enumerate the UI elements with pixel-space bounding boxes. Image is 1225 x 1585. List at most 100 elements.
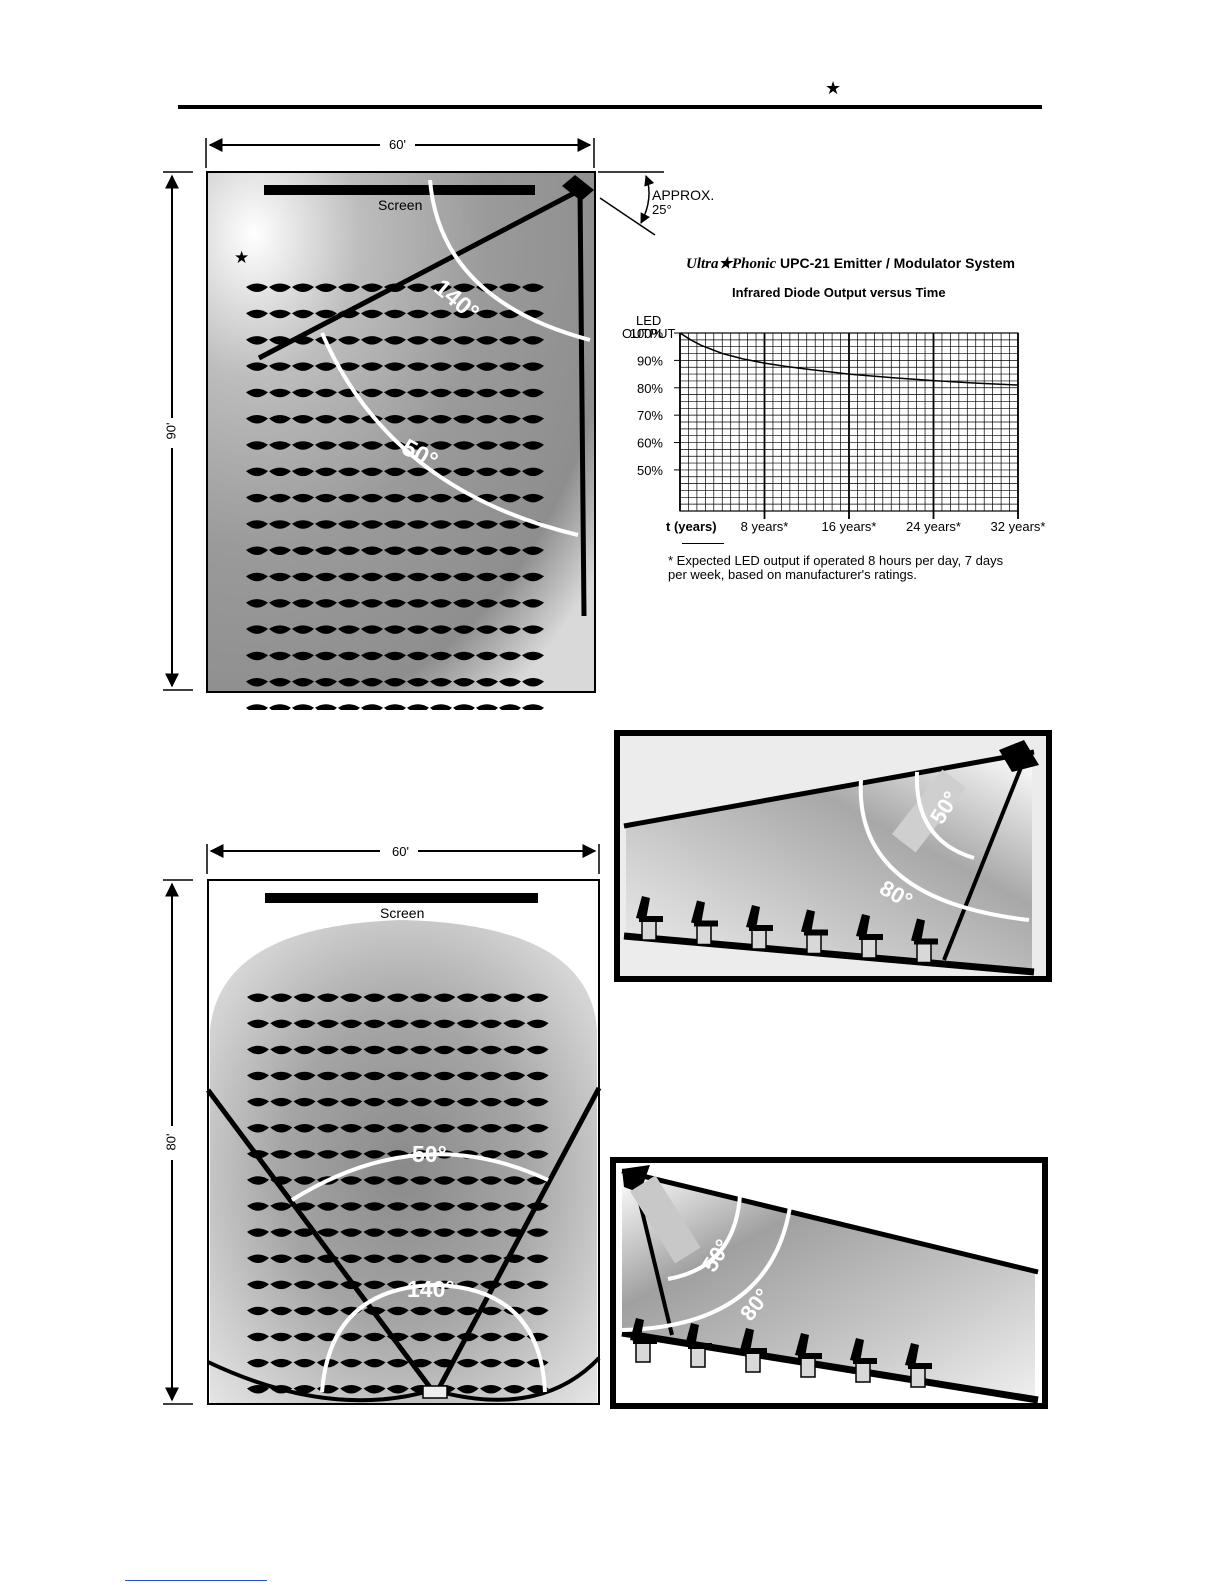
seat <box>476 704 498 710</box>
seat <box>503 1150 526 1159</box>
seat <box>316 1202 339 1211</box>
seat <box>433 1045 456 1055</box>
seat <box>526 1150 549 1159</box>
floor-plan-center-emitter <box>163 844 602 1405</box>
seat <box>363 1385 386 1394</box>
seat <box>433 1202 456 1211</box>
seat <box>338 283 360 292</box>
seat <box>453 415 475 424</box>
seat <box>293 1097 316 1107</box>
seat <box>430 388 452 398</box>
side-seat <box>911 918 938 964</box>
seat <box>526 993 549 1002</box>
seat <box>315 520 337 529</box>
seat <box>453 336 475 345</box>
seat-rows-top <box>246 283 544 710</box>
seat <box>340 1228 363 1237</box>
seat <box>430 520 452 529</box>
seat <box>480 1097 502 1107</box>
seat <box>292 362 314 371</box>
seat <box>410 1176 433 1185</box>
seat <box>522 572 544 582</box>
seat <box>407 441 429 450</box>
seat <box>315 599 337 608</box>
seat <box>246 388 268 398</box>
seat <box>315 388 337 398</box>
seat <box>269 520 291 529</box>
seat <box>480 1150 502 1159</box>
seat <box>430 625 452 634</box>
seat <box>476 520 498 529</box>
footnote-rule <box>682 543 724 544</box>
seat <box>269 441 291 450</box>
side-seat <box>740 1328 767 1373</box>
seat <box>247 1332 269 1342</box>
seat <box>503 1045 526 1055</box>
seat <box>410 993 433 1002</box>
seat <box>453 441 475 450</box>
seat <box>499 651 521 661</box>
seat <box>363 1124 386 1133</box>
seat <box>361 362 383 371</box>
seat <box>269 362 291 371</box>
seat <box>407 362 429 371</box>
seat <box>503 1385 526 1394</box>
seat <box>430 283 452 292</box>
seat <box>476 388 498 398</box>
seat <box>476 678 498 687</box>
seat <box>316 993 339 1002</box>
chart-title-model: UPC-21 Emitter / Modulator System <box>776 255 1015 271</box>
seat <box>410 1332 433 1342</box>
seat <box>361 599 383 608</box>
seat <box>247 1385 269 1394</box>
seat <box>338 493 360 503</box>
seat <box>340 1332 363 1342</box>
chart-ylabel-line2: OUTPUT <box>622 326 676 341</box>
seat <box>503 1202 526 1211</box>
seat <box>270 1254 293 1263</box>
seat <box>526 1254 549 1263</box>
side-seat <box>685 1323 712 1368</box>
x-tick-label: 16 years* <box>822 519 877 534</box>
seat <box>363 1045 386 1055</box>
seat <box>293 1019 316 1029</box>
seat <box>476 467 498 477</box>
seat <box>361 441 383 450</box>
seat <box>293 1385 316 1394</box>
seat <box>430 704 452 710</box>
seat <box>338 467 360 477</box>
seat <box>480 1019 502 1029</box>
seat <box>361 283 383 292</box>
seat <box>315 362 337 371</box>
plan-top-star: ★ <box>234 248 250 267</box>
seat <box>293 1071 316 1081</box>
seat <box>293 1358 316 1368</box>
seat <box>476 415 498 424</box>
seat <box>503 1358 526 1368</box>
side-seats-bottom <box>630 1318 932 1388</box>
seat <box>384 625 406 634</box>
seat <box>316 1045 339 1055</box>
seat <box>386 1385 409 1394</box>
seat <box>433 1124 456 1133</box>
seat <box>476 336 498 345</box>
plan-bottom-narrow-angle-label: 50° <box>412 1141 447 1167</box>
seat <box>407 283 429 292</box>
seat <box>386 1124 409 1133</box>
bottom-edge-link-underline <box>125 1580 267 1581</box>
y-tick-label: 100% <box>630 326 664 341</box>
seat <box>503 1019 526 1029</box>
seat <box>247 1280 269 1290</box>
chart-subtitle: Infrared Diode Output versus Time <box>732 285 946 300</box>
seat <box>384 704 406 710</box>
seat <box>476 599 498 608</box>
seat <box>410 1202 433 1211</box>
seat <box>407 467 429 477</box>
seat <box>410 1254 433 1263</box>
seat <box>246 309 268 319</box>
seat <box>292 651 314 661</box>
seat <box>363 1071 386 1081</box>
seat <box>247 1358 269 1368</box>
seat <box>315 572 337 582</box>
seat <box>246 625 268 634</box>
